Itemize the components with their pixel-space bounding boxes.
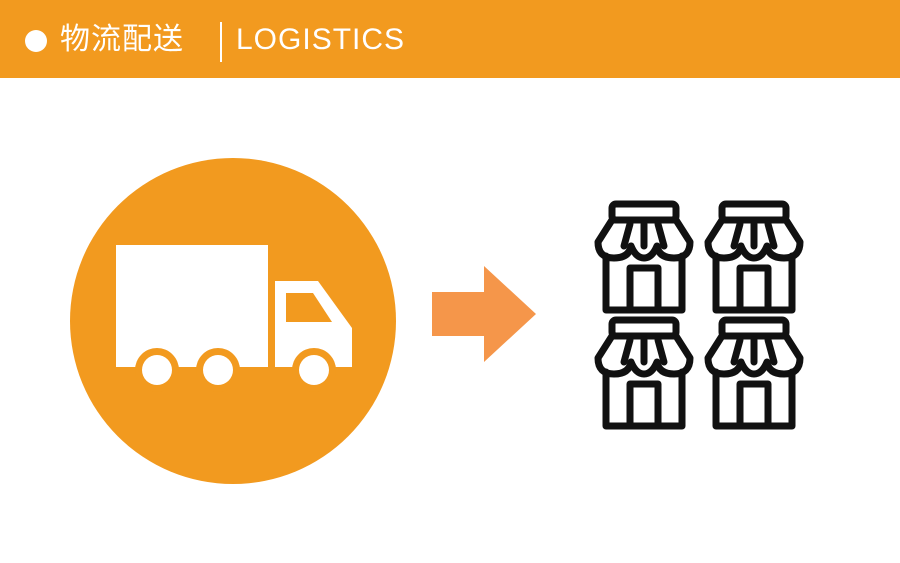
- store-icon: [594, 316, 694, 430]
- truck-wheels: [135, 348, 336, 392]
- header-subtitle: LOGISTICS: [236, 23, 406, 56]
- store-icon: [704, 200, 804, 314]
- header-title: 物流配送: [60, 22, 184, 57]
- header-bar: 物流配送 LOGISTICS: [0, 0, 900, 78]
- store-icon: [594, 200, 694, 314]
- arrow-right-icon: [432, 266, 536, 362]
- store-icon: [704, 316, 804, 430]
- header-divider: [220, 22, 222, 62]
- header-bullet-icon: [25, 30, 47, 52]
- truck-window: [286, 293, 332, 322]
- truck-circle: [70, 158, 396, 484]
